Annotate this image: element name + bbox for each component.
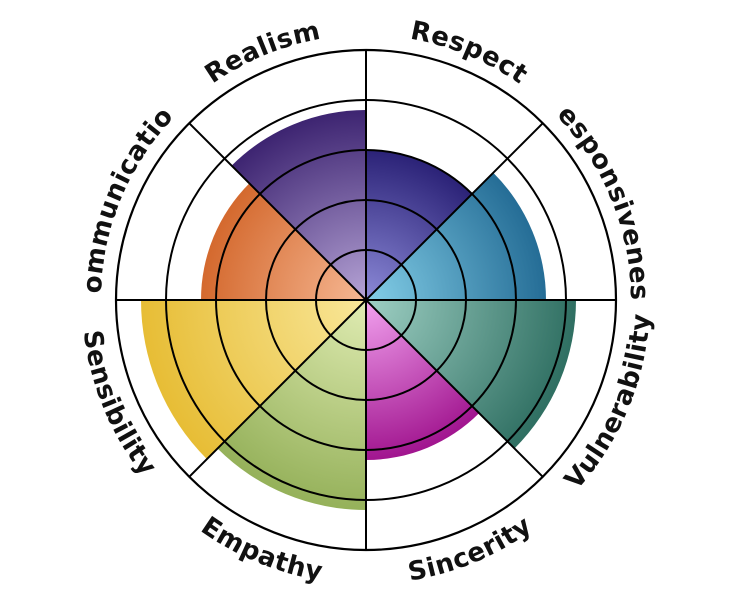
label-respect: Respect bbox=[408, 16, 533, 90]
segment-vulnerability bbox=[366, 300, 576, 449]
segment-sincerity bbox=[366, 300, 480, 460]
spoke-line bbox=[188, 122, 544, 478]
segment-sensibility bbox=[141, 300, 366, 460]
label-sincerity: Sincerity bbox=[406, 511, 538, 588]
wheel-segments bbox=[141, 110, 576, 510]
segment-responsiveness bbox=[366, 172, 546, 300]
label-empathy: Empathy bbox=[196, 511, 326, 587]
label-communication: Communication bbox=[0, 0, 180, 294]
segment-realism bbox=[231, 110, 366, 300]
label-vulnerability: Vulnerability bbox=[559, 312, 657, 495]
wheel-spokes bbox=[116, 50, 616, 550]
segment-respect bbox=[366, 150, 473, 300]
label-realism: Realism bbox=[200, 16, 323, 90]
segment-empathy bbox=[217, 300, 366, 510]
